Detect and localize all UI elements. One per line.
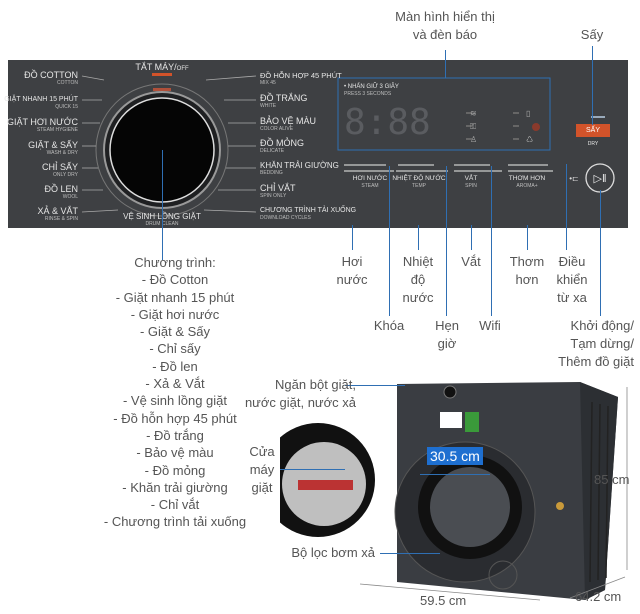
program-list-item: - Giặt nhanh 15 phút bbox=[115, 289, 235, 305]
indicator-icons-2: ▯♺ bbox=[526, 109, 534, 144]
washing-machine-illustration bbox=[280, 382, 628, 601]
program-list-item: - Chương trình tải xuống bbox=[103, 514, 247, 530]
display-digits: 8:88 bbox=[344, 102, 431, 143]
display-box bbox=[337, 77, 551, 151]
annotation-drawer: Ngăn bột giặt,nước giặt, nước xả bbox=[244, 377, 356, 410]
program-list-item: - Đồ hỗn hợp 45 phút bbox=[113, 410, 237, 426]
annotation-filter: Bộ lọc bơm xả bbox=[291, 545, 375, 560]
dry-button[interactable]: SẤY bbox=[576, 124, 610, 137]
program-list-title: Chương trình: bbox=[134, 255, 216, 270]
program-list-item: - Bảo vệ màu bbox=[136, 445, 214, 461]
annotation-dry: Sấy bbox=[580, 27, 604, 42]
program-list-item: - Xả & Vắt bbox=[145, 376, 205, 392]
program-list-item: - Chỉ vắt bbox=[150, 497, 200, 513]
program-list-item: - Đồ mỏng bbox=[144, 462, 206, 478]
off-label: TẮT MÁY bbox=[135, 62, 175, 72]
drum-diameter-label: 30.5 cm bbox=[427, 447, 483, 465]
annotation-wifi: Wifi bbox=[479, 318, 501, 333]
program-list-item: - Đồ Cotton bbox=[141, 272, 209, 288]
off-label-en: OFF bbox=[176, 66, 189, 72]
depth-dimension: 64.2 cm bbox=[575, 589, 622, 604]
annotation-spin: Vắt bbox=[461, 254, 481, 269]
program-list-item: - Vệ sinh lồng giặt bbox=[122, 393, 228, 409]
program-list-item: - Khăn trải giường bbox=[122, 479, 228, 495]
annotation-start: Khởi động/Tạm dừng/Thêm đồ giặt bbox=[558, 318, 634, 369]
indicator-icons: ≋⚿♙ bbox=[470, 109, 478, 144]
width-dimension: 59.5 cm bbox=[420, 593, 467, 608]
program-list-item: - Đồ trắng bbox=[146, 427, 204, 443]
program-list: Chương trình: - Đồ Cotton- Giặt nhanh 15… bbox=[104, 254, 246, 531]
annotation-lock: Khóa bbox=[373, 318, 405, 333]
play-pause-icon: ▷ǁ bbox=[593, 173, 606, 185]
height-dimension: 85 cm bbox=[594, 472, 630, 487]
dry-button-en: DRY bbox=[587, 141, 599, 147]
program-list-item: - Giặt & Sấy bbox=[139, 324, 211, 340]
program-list-item: - Chỉ sấy bbox=[149, 341, 201, 357]
remote-icon: •⊏ bbox=[569, 174, 579, 183]
program-list-item: - Giặt hơi nước bbox=[130, 306, 220, 322]
program-list-item: - Đồ len bbox=[152, 358, 198, 374]
